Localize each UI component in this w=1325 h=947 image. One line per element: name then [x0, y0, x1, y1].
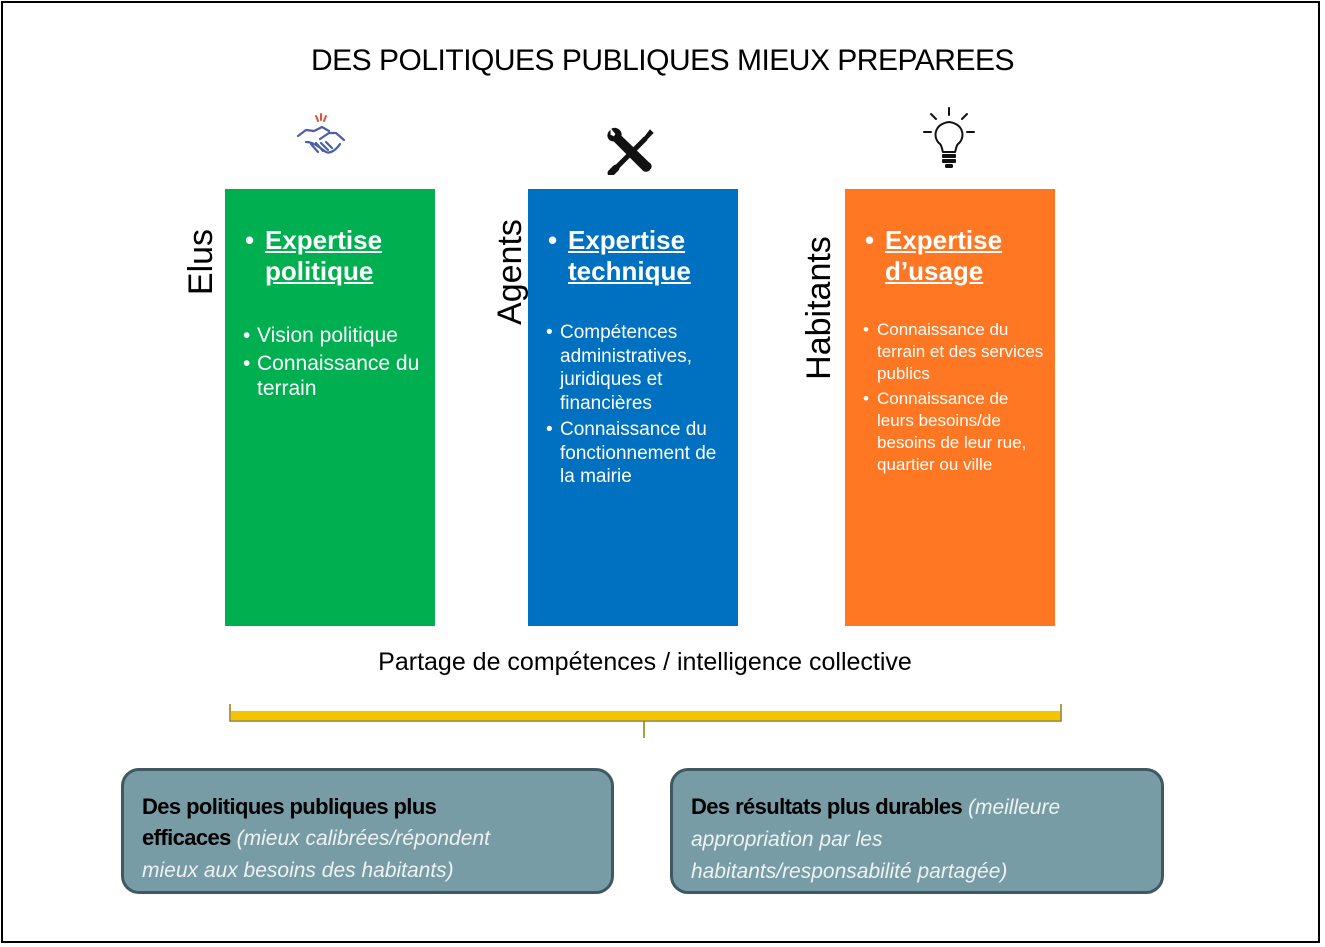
slide-title: DES POLITIQUES PUBLIQUES MIEUX PREPAREES	[311, 44, 1014, 77]
column-items: Compétences administratives, juridiques …	[546, 321, 732, 492]
list-item: Connaissance du terrain et des services …	[863, 319, 1049, 385]
list-item: Connaissance de leurs besoins/de besoins…	[863, 388, 1049, 476]
list-item: Connaissance du terrain	[243, 351, 429, 401]
outcome-box-efficacy: Des politiques publiques plus efficaces …	[121, 768, 614, 894]
column-habitants: • Expertise d’usage Connaissance du terr…	[845, 189, 1055, 626]
column-agents: • Expertise technique Compétences admini…	[528, 189, 738, 626]
column-items: Connaissance du terrain et des services …	[863, 319, 1049, 479]
list-item: Vision politique	[243, 323, 429, 348]
handshake-icon	[296, 113, 346, 154]
lightbulb-icon	[923, 107, 975, 168]
outcome-box-durability: Des résultats plus durables (meilleure a…	[670, 768, 1164, 894]
list-item: Connaissance du fonctionnement de la mai…	[546, 418, 732, 489]
list-item: Compétences administratives, juridiques …	[546, 321, 732, 415]
column-items: Vision politique Connaissance du terrain	[243, 323, 429, 404]
tools-icon	[607, 127, 654, 175]
role-label-elus: Elus	[182, 228, 220, 296]
role-label-habitants: Habitants	[800, 236, 838, 380]
column-elus: • Expertise politique Vision politique C…	[225, 189, 435, 626]
connector-label: Partage de compétences / intelligence co…	[378, 648, 912, 676]
role-label-agents: Agents	[491, 219, 529, 325]
